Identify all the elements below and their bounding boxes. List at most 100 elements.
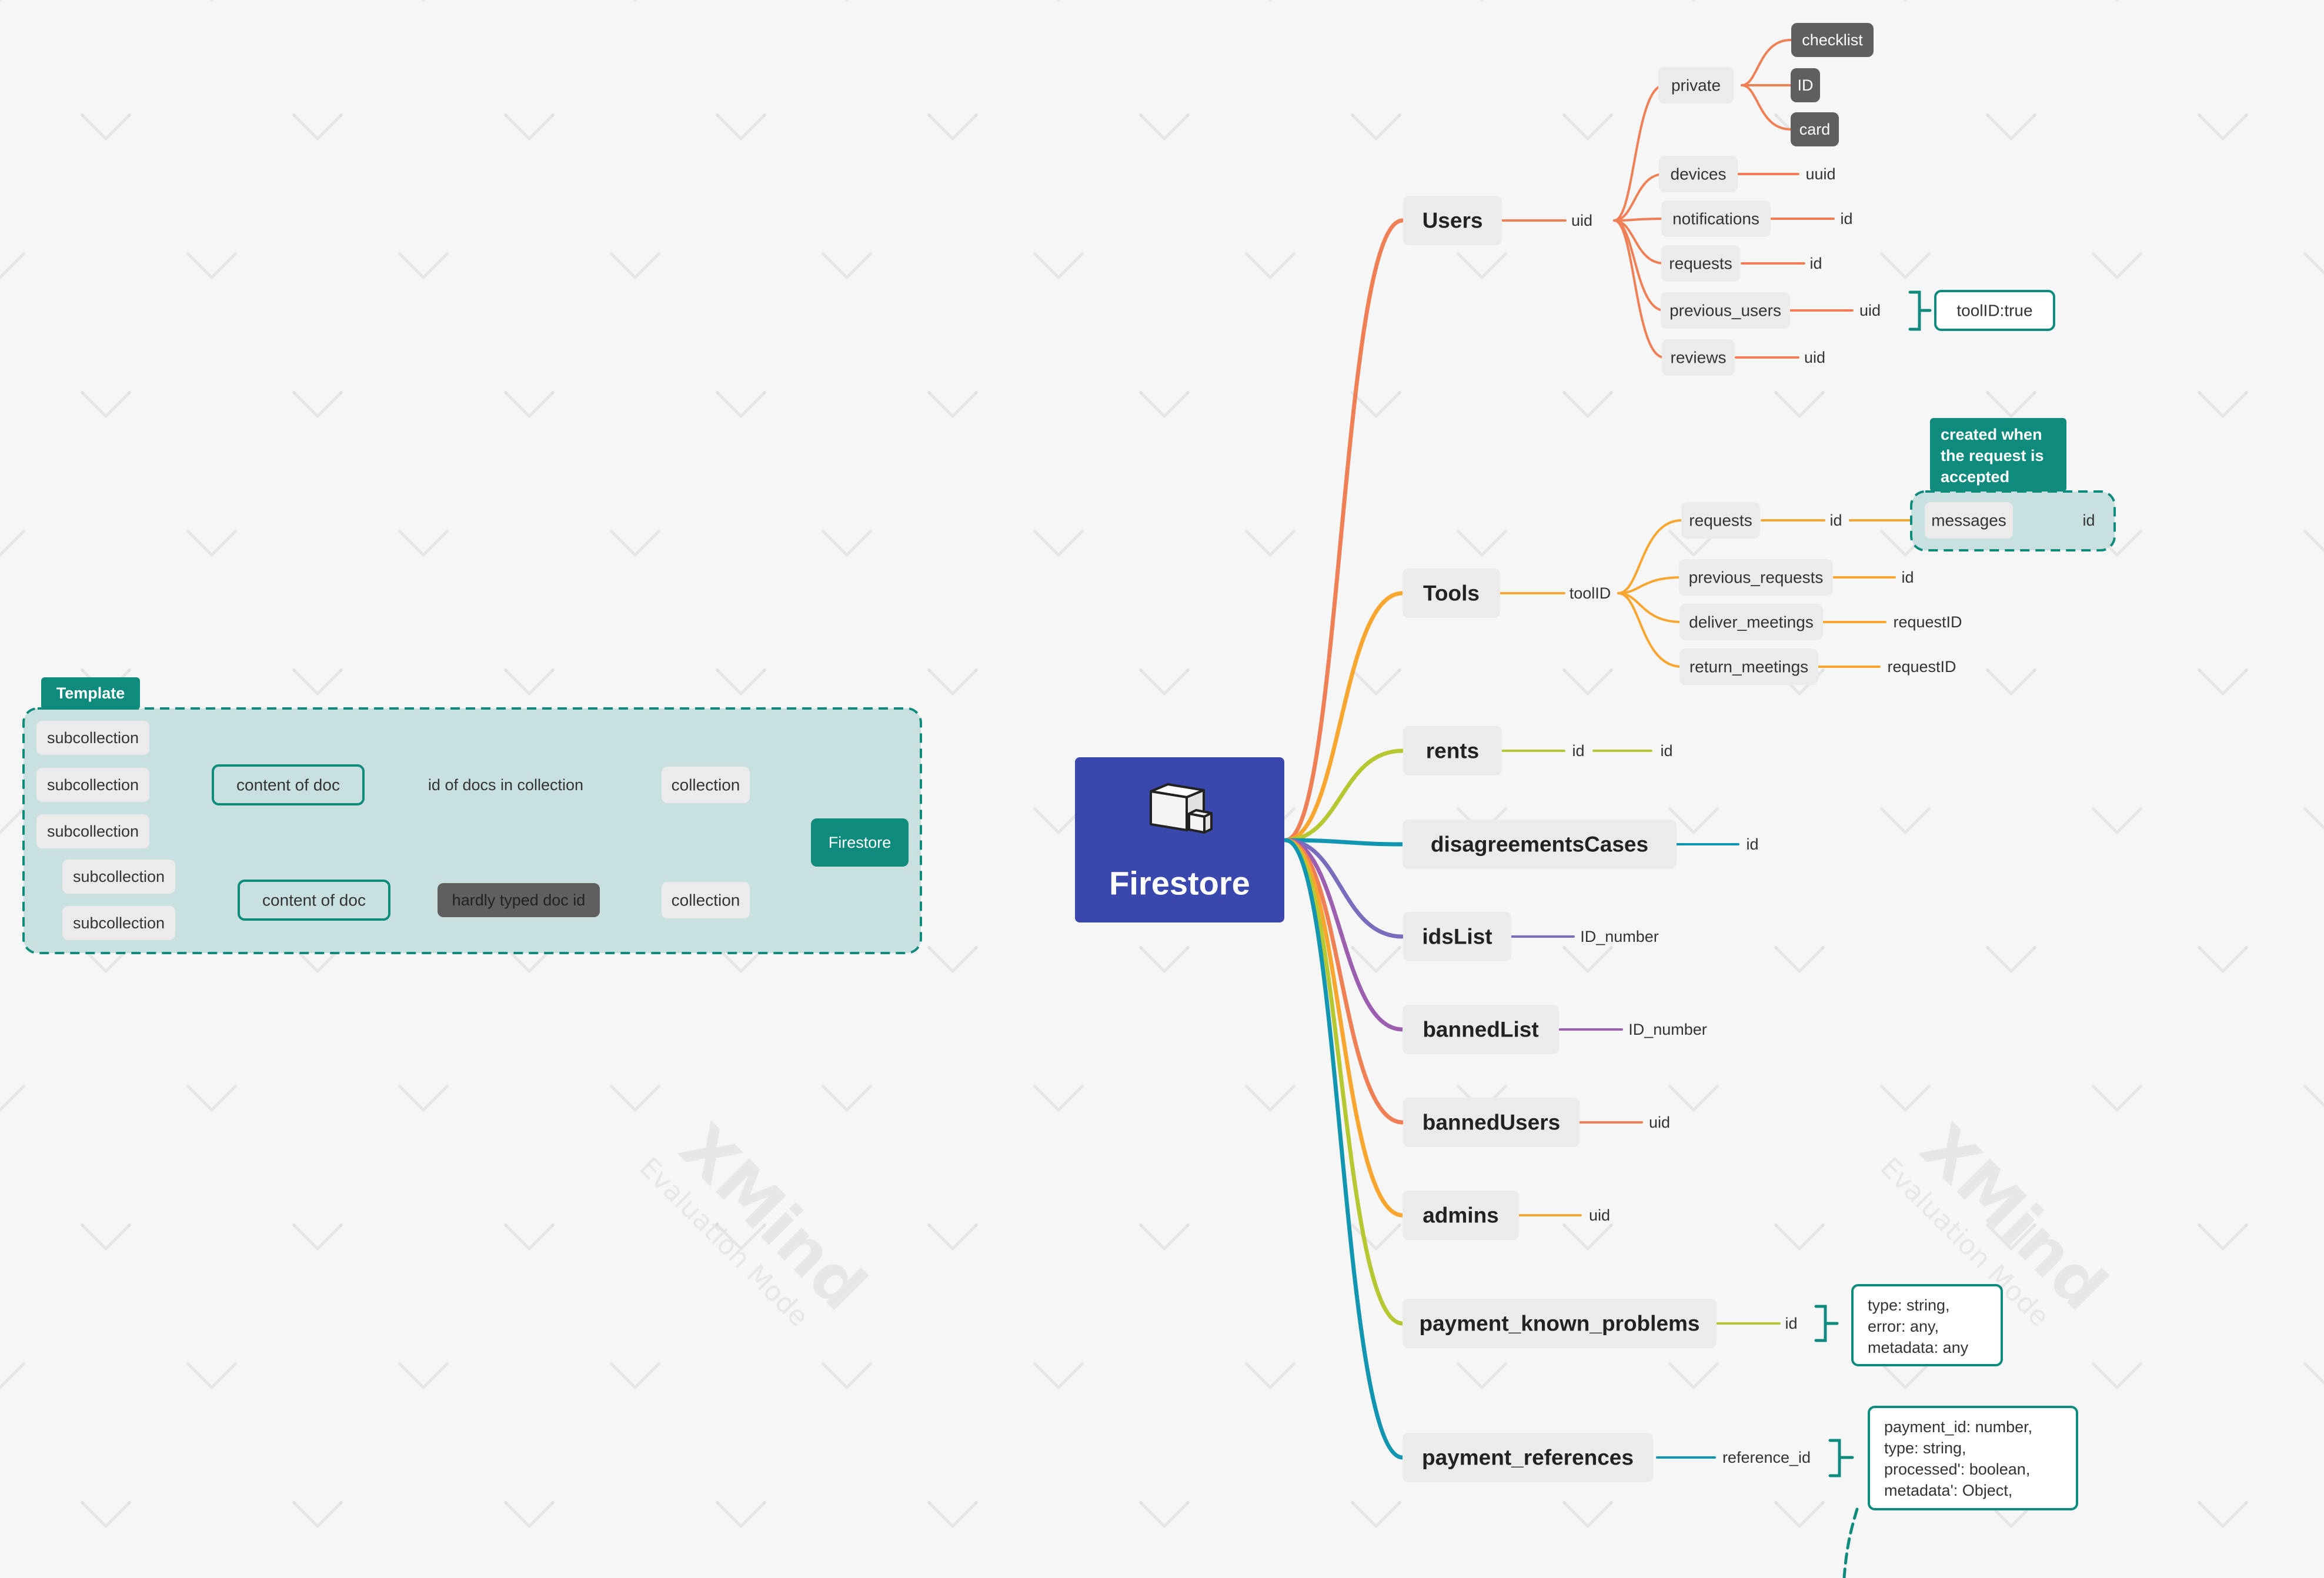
template-subcollection[interactable] (36, 721, 149, 755)
users-child-key: id (1809, 255, 1822, 272)
watermark-mark (715, 945, 767, 974)
watermark-mark (1879, 807, 1931, 835)
watermark-mark (927, 1223, 979, 1251)
tools-topic[interactable] (1403, 569, 1500, 618)
disagreements-topic[interactable] (1403, 820, 1677, 869)
watermark-mark (2197, 945, 2249, 974)
template-subcollection[interactable] (36, 814, 149, 848)
watermark-mark (186, 529, 238, 557)
users-child-topic-label: devices (1671, 165, 1727, 183)
watermark-mark (1033, 1362, 1084, 1390)
template-root[interactable] (811, 818, 909, 867)
template-collection[interactable] (662, 882, 750, 918)
private-topic[interactable] (1658, 67, 1734, 103)
watermark-mark (927, 390, 979, 419)
tools-child-topic-label: requests (1689, 511, 1752, 530)
watermark-mark (1350, 668, 1402, 696)
pkp-summary[interactable] (1851, 1284, 2003, 1366)
tools-topic-label: Tools (1423, 581, 1480, 606)
private-item[interactable] (1791, 23, 1874, 57)
users-child-topic[interactable] (1661, 200, 1771, 237)
pref-summary-line: processed': boolean, (1884, 1460, 2030, 1478)
watermark-mark (1985, 668, 2037, 696)
rents-topic[interactable] (1403, 726, 1502, 775)
messages-topic[interactable] (1925, 502, 2013, 539)
users-topic[interactable] (1403, 196, 1502, 245)
tools-child-topic[interactable] (1679, 604, 1823, 640)
pkp-key: id (1785, 1315, 1797, 1332)
private-item[interactable] (1791, 112, 1839, 146)
private-item-label: card (1799, 121, 1831, 138)
tools-child-topic[interactable] (1681, 502, 1760, 539)
tools-child-topic[interactable] (1679, 648, 1818, 685)
watermark-mark (1985, 113, 2037, 141)
tools-child-topic-label: deliver_meetings (1689, 613, 1814, 631)
tools-child-key: id (1829, 511, 1842, 529)
watermark-mark (715, 1223, 767, 1251)
watermark-mark (292, 390, 343, 419)
watermark-mark (927, 668, 979, 696)
watermark-mark (503, 945, 555, 974)
template-typed-id[interactable] (438, 883, 600, 917)
bannedlist-topic[interactable] (1403, 1005, 1559, 1054)
watermark-mark (1774, 390, 1825, 419)
template-collection[interactable] (662, 767, 750, 803)
users-child-topic-label: requests (1669, 255, 1732, 273)
tools-child-topic-label: return_meetings (1689, 658, 1808, 676)
users-child-topic[interactable] (1661, 292, 1790, 329)
watermark-mark (2197, 390, 2249, 419)
watermark-mark (2303, 1362, 2324, 1385)
bannedusers-topic[interactable] (1403, 1098, 1580, 1147)
template-subcollection-label: subcollection (47, 776, 139, 794)
watermark-mark (2303, 529, 2324, 553)
watermark-mark (1774, 945, 1825, 974)
private-topic-label: private (1671, 76, 1721, 95)
idslist-topic[interactable] (1403, 912, 1511, 961)
idslist-topic-label: idsList (1422, 925, 1492, 949)
users-child-topic[interactable] (1661, 245, 1740, 282)
users-child-topic[interactable] (1659, 156, 1738, 192)
watermark-mark (80, 1223, 132, 1251)
watermark-mark (1456, 252, 1508, 280)
watermark-mark (1350, 1500, 1402, 1529)
payment-known-problems-topic-label: payment_known_problems (1419, 1312, 1699, 1336)
private-item[interactable] (1791, 68, 1820, 102)
tools-child-topic[interactable] (1679, 559, 1833, 596)
watermark-mark (398, 1084, 449, 1112)
pref-summary-line: metadata': Object, (1884, 1482, 2012, 1499)
template-subcollection[interactable] (62, 860, 175, 894)
template-subcollection[interactable] (36, 768, 149, 802)
watermark-mark (292, 1223, 343, 1251)
watermark-mark (2303, 807, 2324, 830)
template-content-doc[interactable] (212, 764, 365, 805)
pkp-summary-line: metadata: any (1868, 1339, 1969, 1356)
watermark-mark (80, 1500, 132, 1529)
watermark-mark (1350, 390, 1402, 419)
central-topic[interactable] (1075, 757, 1284, 922)
watermark-mark (715, 668, 767, 696)
disagreements-key: id (1746, 835, 1758, 853)
users-child-topic[interactable] (1662, 339, 1735, 376)
watermark-mark (1562, 945, 1614, 974)
admins-topic[interactable] (1403, 1191, 1519, 1240)
tools-child-key: requestID (1893, 613, 1962, 631)
payment-references-topic[interactable] (1403, 1433, 1653, 1482)
payment-known-problems-topic[interactable] (1403, 1299, 1717, 1348)
template-content-doc[interactable] (238, 880, 390, 921)
summary-toolid[interactable] (1934, 290, 2055, 331)
watermark-mark (1138, 945, 1190, 974)
pref-key: reference_id (1722, 1449, 1811, 1466)
disagreements-topic-label: disagreementsCases (1431, 833, 1648, 857)
template-subcollection[interactable] (62, 906, 175, 940)
watermark-mark (715, 1500, 767, 1529)
watermark-mark (927, 1500, 979, 1529)
pref-summary[interactable] (1868, 1406, 2078, 1510)
private-item-label: ID (1798, 76, 1814, 94)
watermark-mark (503, 390, 555, 419)
idslist-key: ID_number (1580, 928, 1659, 945)
watermark-mark (1985, 390, 2037, 419)
watermark-mark (0, 529, 26, 557)
template-content-doc-label: content of doc (236, 776, 340, 794)
watermark-mark (2197, 113, 2249, 141)
